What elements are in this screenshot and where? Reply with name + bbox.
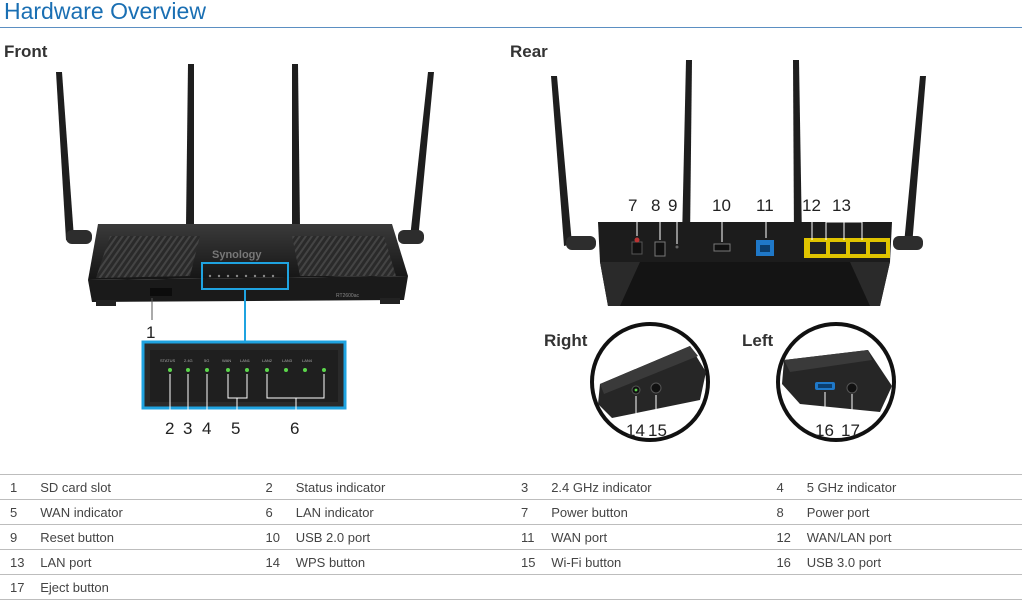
led-wan	[226, 368, 230, 372]
table-row: 9 Reset button 10 USB 2.0 port 11 WAN po…	[0, 524, 1022, 550]
table-row: 17 Eject button	[0, 574, 1022, 600]
part-label: WAN port	[551, 524, 767, 550]
part-label: LAN indicator	[295, 499, 511, 525]
left-heading: Left	[742, 331, 774, 350]
part-number: 15	[510, 549, 552, 575]
led-label-lan3: LAN3	[282, 358, 293, 363]
led-status	[168, 368, 172, 372]
led-5g	[205, 368, 209, 372]
part-label: USB 2.0 port	[295, 524, 511, 550]
part-number: 16	[766, 549, 807, 575]
part-label: Wi-Fi button	[551, 549, 767, 575]
led-label-5g: 5G	[204, 358, 209, 363]
rear-heading: Rear	[510, 42, 548, 61]
part-number: 17	[0, 574, 41, 600]
part-label: Reset button	[40, 524, 256, 550]
part-label: WAN indicator	[40, 499, 256, 525]
part-number: 10	[255, 524, 296, 550]
part-label: USB 3.0 port	[806, 549, 1022, 575]
model-label: RT2600ac	[336, 293, 359, 299]
part-number: 11	[510, 524, 552, 550]
led-lan2	[265, 368, 269, 372]
part-number: 9	[0, 524, 41, 550]
part-number: 5	[0, 499, 41, 525]
callout-14: 14	[626, 421, 645, 440]
part-label: 2.4 GHz indicator	[551, 474, 767, 500]
led-label-lan1: LAN1	[240, 358, 251, 363]
table-row: 13 LAN port 14 WPS button 15 Wi-Fi butto…	[0, 549, 1022, 575]
callout-2: 2	[165, 419, 174, 438]
callout-3: 3	[183, 419, 192, 438]
part-label: WAN/LAN port	[806, 524, 1022, 550]
part-number: 2	[255, 474, 296, 500]
led-label-wan: WAN	[222, 358, 231, 363]
callout-11: 11	[756, 196, 774, 215]
led-extra	[322, 368, 326, 372]
led-label-lan2: LAN2	[262, 358, 273, 363]
rear-router-image	[551, 60, 926, 306]
part-number: 3	[510, 474, 552, 500]
table-row: 1 SD card slot 2 Status indicator 3 2.4 …	[0, 474, 1022, 500]
led-panel-zoom: STATUS 2.4G 5G WAN LAN1 LAN2 LAN3 LAN4	[141, 340, 347, 416]
part-number: 1	[0, 474, 41, 500]
right-side-zoom	[590, 322, 710, 442]
part-label: SD card slot	[40, 474, 256, 500]
callout-7: 7	[628, 196, 637, 215]
led-lan3	[284, 368, 288, 372]
hardware-illustration: RT2600ac Synology 1 STATUS 2.4G 5G WAN L…	[56, 60, 926, 442]
callout-4: 4	[202, 419, 211, 438]
right-heading: Right	[544, 331, 588, 350]
callout-10: 10	[712, 196, 731, 215]
part-number: 4	[766, 474, 807, 500]
front-router-image: RT2600ac Synology	[56, 64, 434, 342]
part-label: LAN port	[40, 549, 256, 575]
callout-1: 1	[146, 323, 155, 342]
part-number: 13	[0, 549, 41, 575]
page-title: Hardware Overview	[4, 0, 206, 24]
title-divider	[0, 27, 1022, 28]
parts-legend-table: 1 SD card slot 2 Status indicator 3 2.4 …	[0, 474, 1022, 600]
callout-8: 8	[651, 196, 660, 215]
callout-5: 5	[231, 419, 240, 438]
led-label-24g: 2.4G	[184, 358, 193, 363]
led-lan1	[245, 368, 249, 372]
left-side-zoom	[776, 322, 896, 442]
part-number: 6	[255, 499, 296, 525]
part-label: Power button	[551, 499, 767, 525]
callout-9: 9	[668, 196, 677, 215]
part-number: 8	[766, 499, 807, 525]
brand-logo: Synology	[212, 249, 262, 261]
table-row: 5 WAN indicator 6 LAN indicator 7 Power …	[0, 499, 1022, 525]
callout-12: 12	[802, 196, 821, 215]
led-24g	[186, 368, 190, 372]
callout-13: 13	[832, 196, 851, 215]
callout-6: 6	[290, 419, 299, 438]
led-lan4	[303, 368, 307, 372]
part-label: WPS button	[295, 549, 511, 575]
part-label: Power port	[806, 499, 1022, 525]
part-number: 14	[255, 549, 296, 575]
led-label-lan4: LAN4	[302, 358, 313, 363]
callout-15: 15	[648, 421, 667, 440]
part-number: 12	[766, 524, 807, 550]
front-heading: Front	[4, 42, 48, 61]
part-label: Eject button	[40, 574, 256, 600]
callout-17: 17	[841, 421, 860, 440]
part-number: 7	[510, 499, 552, 525]
callout-16: 16	[815, 421, 834, 440]
led-label-status: STATUS	[160, 358, 176, 363]
part-label: Status indicator	[295, 474, 511, 500]
part-label: 5 GHz indicator	[806, 474, 1022, 500]
